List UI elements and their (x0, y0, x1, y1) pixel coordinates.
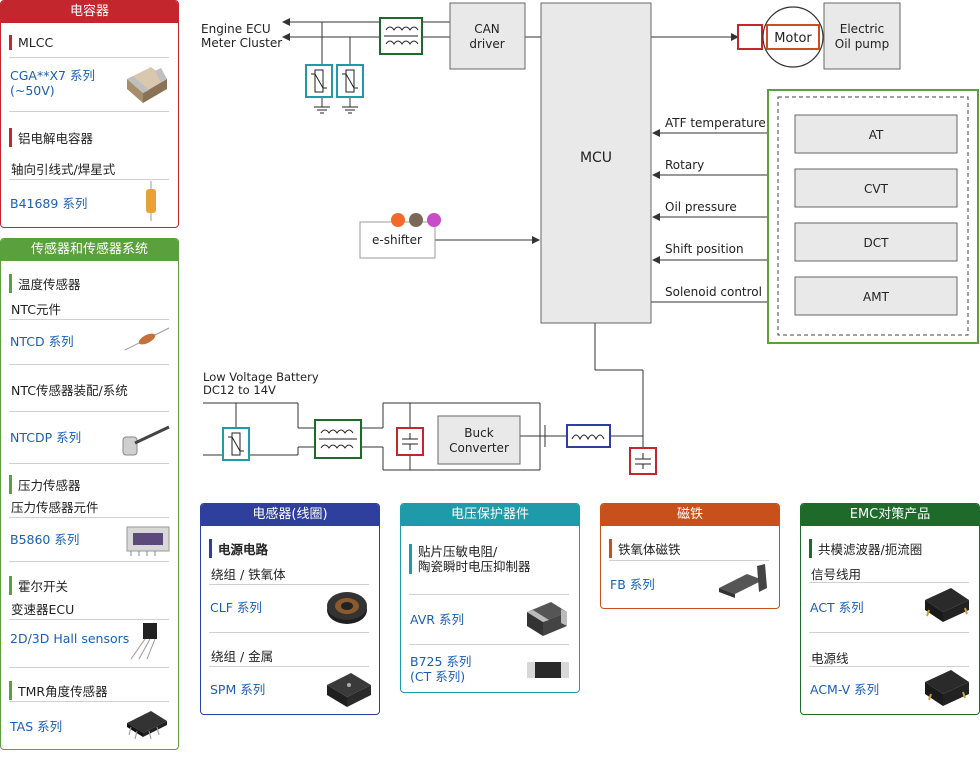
spm-link[interactable]: SPM 系列 (210, 682, 266, 697)
signal-label: Solenoid control (665, 285, 762, 299)
temp-sensor-heading: 温度传感器 (9, 274, 81, 293)
can-driver-label-1: CAN (474, 22, 500, 36)
power-circuit-heading: 电源电路 (209, 539, 268, 558)
pressure-sensor-heading: 压力传感器 (9, 475, 81, 494)
output-inductor (566, 424, 611, 448)
motor-label: Motor (774, 31, 812, 46)
axial-capacitor-image (146, 181, 156, 221)
b725-ct-image (527, 662, 569, 678)
mlcc-chip-image (127, 67, 167, 103)
b725-link-line-2: (CT 系列) (410, 669, 466, 684)
buck-label-1: Buck (464, 426, 493, 440)
b725-link[interactable]: B725 系列 (CT 系列) (410, 654, 471, 684)
mlcc-heading: MLCC (9, 35, 53, 50)
ntcdp-link[interactable]: NTCDP 系列 (10, 430, 82, 445)
spm-inductor-image (327, 673, 371, 707)
battery-label-1: Low Voltage Battery (203, 370, 319, 384)
signal-line-label: 信号线用 (811, 567, 862, 582)
mcu-block (540, 2, 652, 324)
fb-link[interactable]: FB 系列 (610, 577, 655, 592)
b725-link-line-1: B725 系列 (410, 654, 472, 669)
varistor-heading: 贴片压敏电阻/ 陶瓷瞬时电压抑制器 (409, 544, 531, 574)
sensors-panel: 传感器和传感器系统 温度传感器 NTC元件 NTCD 系列 NTC传感器装配/系… (0, 238, 179, 750)
tas-link[interactable]: TAS 系列 (10, 719, 63, 734)
pressure-sensor-image (126, 526, 170, 556)
b41689-link[interactable]: B41689 系列 (10, 196, 88, 211)
trans-ecu-label: 变速器ECU (11, 602, 75, 617)
capacitors-title: 电容器 (1, 1, 178, 23)
mcu-label: MCU (580, 150, 612, 166)
protection-title: 电压保护器件 (401, 504, 579, 526)
acmv-filter-image (925, 670, 969, 706)
ntc-thermistor-image (124, 327, 170, 351)
metal-winding-label: 绕组 / 金属 (211, 649, 274, 664)
alu-cap-heading: 铝电解电容器 (9, 128, 93, 147)
power-line-label: 电源线 (811, 651, 849, 666)
battery-label-2: DC12 to 14V (203, 383, 276, 397)
engine-ecu-label: Engine ECU (201, 22, 271, 36)
ntc-assembly-label: NTC传感器装配/系统 (11, 383, 128, 398)
eshifter-label: e-shifter (372, 233, 422, 247)
acmv-link[interactable]: ACM-V 系列 (810, 682, 880, 697)
capacitors-panel: 电容器 MLCC CGA**X7 系列 (~50V) 铝电解电容器 轴向引线式/… (0, 0, 179, 228)
sensors-title: 传感器和传感器系统 (1, 239, 178, 261)
signal-label: Rotary (665, 158, 704, 172)
clf-link[interactable]: CLF 系列 (210, 600, 262, 615)
inductors-title: 电感器(线圈) (201, 504, 379, 526)
transmission-cvt: CVT (864, 182, 889, 196)
ferrites-panel: 磁铁 铁氧体磁铁 FB 系列 (600, 503, 780, 609)
ferrites-title: 磁铁 (601, 504, 779, 526)
mlcc-link-line-2: (~50V) (10, 83, 55, 98)
output-capacitor (629, 447, 657, 475)
avr-link[interactable]: AVR 系列 (410, 612, 464, 627)
oil-pump-label-2: Oil pump (835, 37, 889, 51)
signal-label: Shift position (665, 242, 744, 256)
varistor-can-2 (336, 64, 364, 98)
varistor-battery (222, 427, 250, 461)
hall-switch-heading: 霍尔开关 (9, 576, 68, 595)
oil-pump-label-1: Electric (840, 22, 884, 36)
alu-cap-subheading: 轴向引线式/焊星式 (11, 162, 116, 177)
buck-label-2: Converter (449, 441, 509, 455)
ferrite-core-heading: 铁氧体磁铁 (609, 539, 681, 558)
signal-label: ATF temperature (665, 116, 766, 130)
varistor-can-1 (305, 64, 333, 98)
varistor-heading-line-1: 贴片压敏电阻/ (418, 544, 498, 559)
act-link[interactable]: ACT 系列 (810, 600, 864, 615)
avr-varistor-image (527, 602, 567, 636)
signal-label: Oil pressure (665, 200, 737, 214)
transmission-dct: DCT (864, 236, 890, 250)
transmission-amt: AMT (863, 290, 890, 304)
varistor-heading-line-2: 陶瓷瞬时电压抑制器 (418, 559, 531, 574)
emc-title: EMC对策产品 (801, 504, 979, 526)
hall-sensors-link[interactable]: 2D/3D Hall sensors (10, 631, 130, 646)
can-driver-label-2: driver (469, 37, 504, 51)
protection-panel: 电压保护器件 贴片压敏电阻/ 陶瓷瞬时电压抑制器 AVR 系列 B725 系列 … (400, 503, 580, 693)
ferrite-winding-label: 绕组 / 铁氧体 (211, 567, 286, 582)
meter-cluster-label: Meter Cluster (201, 36, 282, 50)
b5860-link[interactable]: B5860 系列 (10, 532, 80, 547)
mlcc-link[interactable]: CGA**X7 系列 (~50V) (10, 68, 95, 98)
clf-inductor-image (327, 592, 367, 624)
hall-sensor-image (130, 623, 157, 660)
transmission-at: AT (869, 128, 884, 142)
inductors-panel: 电感器(线圈) 电源电路 绕组 / 铁氧体 CLF 系列 绕组 / 金属 SPM… (200, 503, 380, 715)
cm-filter-heading: 共模滤波器/扼流圈 (809, 539, 922, 558)
input-capacitor (396, 427, 424, 456)
tmr-sensor-image (127, 711, 167, 740)
pressure-element-label: 压力传感器元件 (11, 500, 99, 515)
ntc-probe-image (122, 425, 170, 456)
act-filter-image (925, 588, 969, 622)
ferrite-bead-image (719, 564, 767, 598)
mlcc-link-line-1: CGA**X7 系列 (10, 68, 95, 83)
emc-panel: EMC对策产品 共模滤波器/扼流圈 信号线用 ACT 系列 电源线 ACM-V … (800, 503, 980, 715)
ntc-element-label: NTC元件 (11, 302, 61, 317)
ntcd-link[interactable]: NTCD 系列 (10, 334, 74, 349)
tmr-sensor-heading: TMR角度传感器 (9, 681, 108, 700)
